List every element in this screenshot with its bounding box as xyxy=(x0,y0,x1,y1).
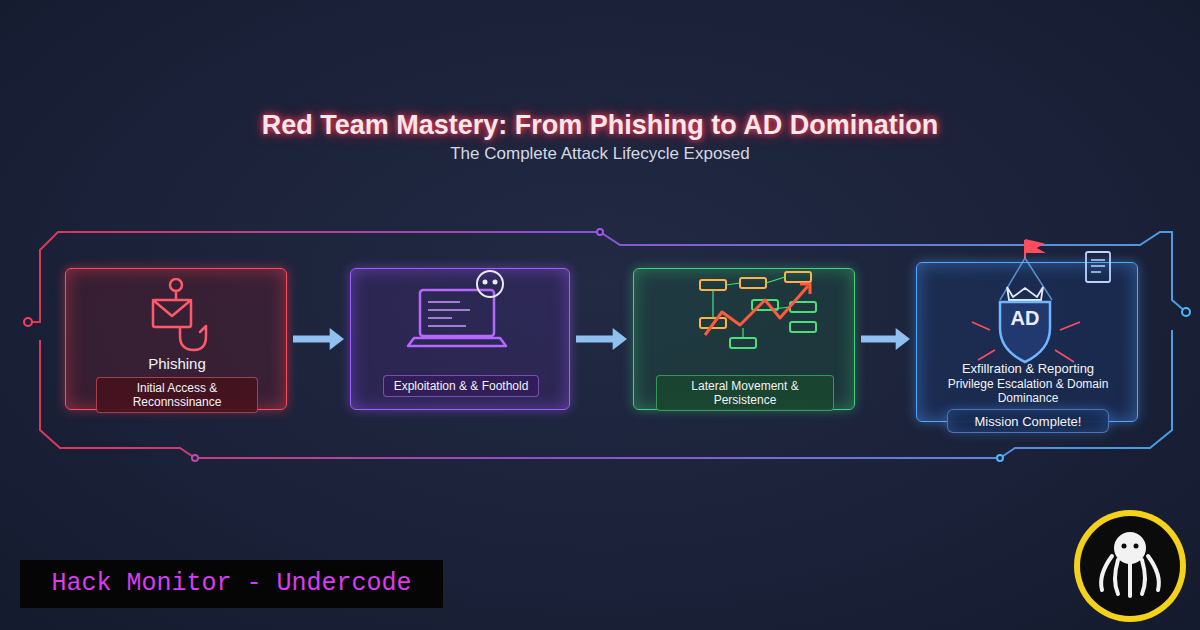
stage-panel: PhishingInitial Access & Reconnssinance xyxy=(65,268,287,410)
arrow-shaft xyxy=(293,336,331,343)
stage-label: Lateral Movement & Persistence xyxy=(656,375,834,411)
stage-label: Exploitation & & Foothold xyxy=(383,375,539,397)
diagram-caption: The Complete Attack Lifecycle Exposed xyxy=(0,144,1200,164)
arrow-head xyxy=(613,328,627,350)
arrow-shaft xyxy=(861,336,897,343)
flow-arrow xyxy=(861,328,910,350)
shield-label: AD xyxy=(1000,305,1050,331)
diagram-title: Red Team Mastery: From Phishing to AD Do… xyxy=(0,110,1200,141)
arrow-head xyxy=(330,328,344,350)
watermark-backing xyxy=(20,560,443,608)
frame-dots xyxy=(24,229,1190,461)
ad-shield-icon xyxy=(972,240,1110,362)
stage-heading: Phishing xyxy=(66,355,288,372)
arrow-head xyxy=(896,328,910,350)
arrow-shaft xyxy=(576,336,614,343)
flow-arrow xyxy=(293,328,344,350)
watermark: Hack Monitor - Undercode xyxy=(20,568,443,599)
phishing-icon xyxy=(153,279,206,350)
status-box: Mission Complete! xyxy=(947,409,1109,433)
stage-heading: Mission Complete! xyxy=(948,410,1108,432)
stage-label: Initial Access & Reconnssinance xyxy=(96,377,258,413)
network-icon xyxy=(700,272,816,348)
laptop-icon xyxy=(408,271,506,346)
stage-heading: Privilege Escalation & Domain Dominance xyxy=(933,377,1123,405)
stage-heading: Exfillration & Reporting xyxy=(917,361,1139,376)
flow-arrow xyxy=(576,328,627,350)
logo-badge xyxy=(1074,510,1186,622)
frame-lines xyxy=(28,232,1186,458)
